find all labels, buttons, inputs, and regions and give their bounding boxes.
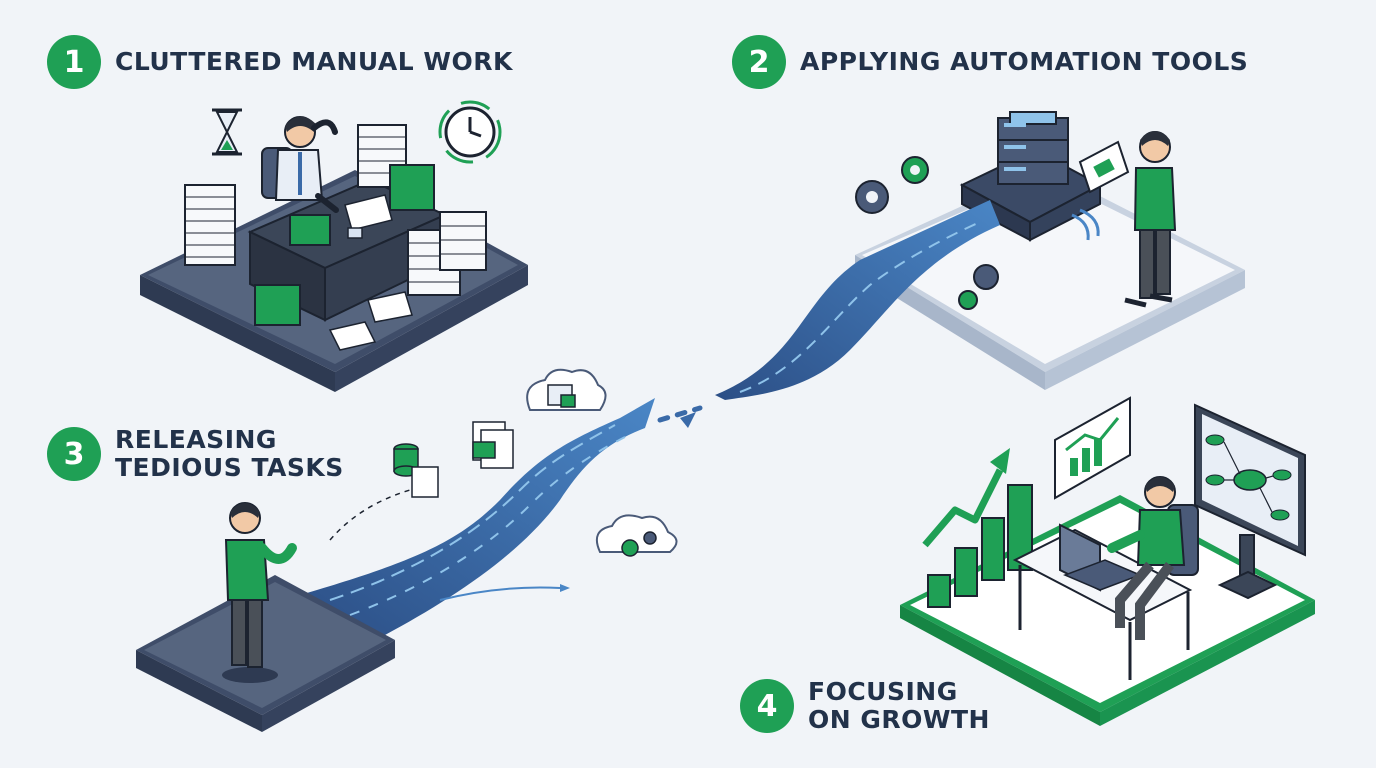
cloud-icon	[526, 368, 607, 411]
cloud-icon	[596, 514, 678, 557]
folder-icon	[289, 214, 331, 246]
platform-releasing	[136, 575, 395, 732]
step-4-label: 4 FOCUSING ON GROWTH	[740, 678, 990, 734]
growth-chart-board	[1054, 396, 1131, 500]
document-icon	[344, 194, 393, 231]
folder-icon	[472, 421, 514, 469]
step-4-badge: 4	[740, 679, 794, 733]
step-1-title: CLUTTERED MANUAL WORK	[115, 47, 513, 76]
hourglass-icon	[212, 108, 242, 156]
mind-map-icon	[1194, 403, 1306, 600]
step-1-label: 1 CLUTTERED MANUAL WORK	[47, 35, 513, 89]
step-4-title: FOCUSING ON GROWTH	[808, 677, 990, 734]
clock-icon	[438, 100, 502, 164]
database-icon	[393, 443, 439, 498]
step-3-title: RELEASING TEDIOUS TASKS	[115, 425, 344, 482]
step-2-label: 2 APPLYING AUTOMATION TOOLS	[732, 35, 1248, 89]
step-3-badge: 3	[47, 427, 101, 481]
automation-flow-stream	[300, 200, 1000, 635]
gear-icon	[855, 156, 999, 310]
step-3-label: 3 RELEASING TEDIOUS TASKS	[47, 426, 344, 482]
growth-desk	[1012, 476, 1199, 680]
paper-stacks	[184, 124, 487, 351]
step-1-badge: 1	[47, 35, 101, 89]
engineer-with-tablet	[1078, 131, 1177, 308]
folder-icon	[389, 164, 435, 211]
person-releasing	[222, 502, 297, 683]
step-2-title: APPLYING AUTOMATION TOOLS	[800, 47, 1249, 76]
step-2-badge: 2	[732, 35, 786, 89]
stressed-worker	[261, 116, 339, 213]
server-icon	[959, 111, 1103, 242]
bar-chart-icon	[922, 448, 1033, 608]
folder-icon	[254, 284, 301, 326]
